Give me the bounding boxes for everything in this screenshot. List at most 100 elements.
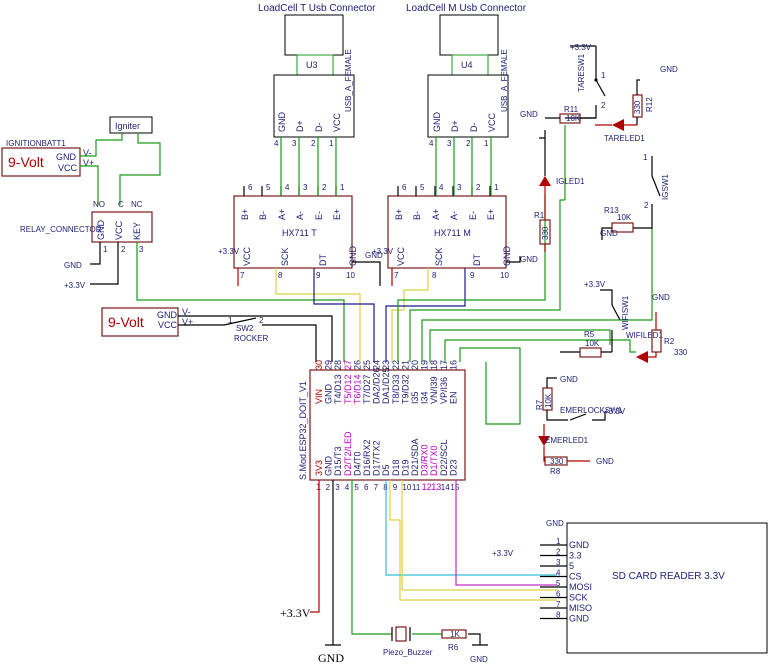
u4-pinnum-1: 3 [447,139,452,148]
r11-label: R11 [564,105,579,114]
hx-m-topnum-3: 3 [457,183,462,192]
hx-m-topnum-4: 2 [476,183,481,192]
u3-pinnum-3: 1 [329,139,334,148]
sw2-label: SW2 [236,324,254,333]
hx-t-top-4: E- [314,211,324,220]
wifi-section: +3.3V WIFISW1 WIFILED1 R5 10K R2 330 [560,280,688,363]
r7-value: 10K [544,393,553,408]
gnd-label-7: GND [596,457,614,466]
esp-bot-pin-3: D2/T2/LED [343,431,353,476]
hx-t-topnum-0: 6 [248,183,253,192]
gnd-label-0: GND [365,251,383,260]
gnd-label-3: GND [660,65,678,74]
battery2-vneg: V- [182,307,191,317]
esp-bot-pin-2: D15/T3 [333,446,343,476]
esp-bot-pin-0: 3V3 [314,460,324,476]
r6-label: R6 [448,643,459,652]
wifiled-label: WIFILED1 [626,331,663,340]
taresw-n2: 2 [601,101,606,110]
esp-top-num-8: 22 [391,360,401,370]
sd-pin-1: 3.3 [569,551,582,561]
usb-connector-u3: U3 USB_A_FEMALE [273,14,355,138]
loadcell-m-title: LoadCell M Usb Connector [406,3,527,14]
ignition-vcc-label: VCC [58,163,78,173]
hx-t-botnum-1: 8 [278,271,283,280]
esp-bot-pin-4: D4/T0 [352,451,362,476]
relay-pinnum-1: 2 [121,245,126,254]
igled-label: IGLED1 [556,177,585,186]
esp-bot-pin-6: D17/TX2 [372,440,382,476]
battery2-vcc: VCC [158,320,178,330]
esp-bot-num-12: 13 [431,482,441,492]
hx-t-botnum-3: 10 [346,271,355,280]
hx711-t-module: HX711 T [233,195,353,269]
sd-pin-6: MISO [569,603,592,613]
battery-9v: 9-Volt GND VCC V- V+ SW2 ROCKER 1 2 [101,307,268,343]
esp-top-pin-14: EN [448,391,458,404]
u3-pin-1: D+ [295,120,305,132]
relay-nc: NC [131,200,143,209]
tare-gnd: GND [520,110,538,119]
esp-top-pin-11: I34 [420,391,430,404]
gnd-label-5: GND [652,293,670,302]
esp-top-pin-3: T5/D12 [343,374,353,404]
esp-bot-num-2: 3 [335,483,340,492]
u4-pinnum-3: 1 [484,139,489,148]
hx-m-top-3: A- [449,211,459,220]
u4-label: U4 [461,60,473,70]
esp-top-pin-8: T8/D33 [391,374,401,404]
esp-top-pin-0: VIN [314,389,324,404]
hx711-t-name: HX711 T [282,228,317,238]
relay-pinnum-2: 3 [139,245,144,254]
hx-m-top-0: B+ [394,209,404,220]
sd-pin-3: CS [569,572,582,582]
hx-m-topnum-0: 6 [402,183,407,192]
sd-pin-4: MOSI [569,582,592,592]
r1-value: 330 [541,226,550,240]
loadcell-t-title: LoadCell T Usb Connector [258,3,376,14]
u4-pinnum-0: 4 [429,139,434,148]
u4-pinnum-2: 2 [466,139,471,148]
r11-value: 10K [566,114,581,123]
esp-top-pin-10: I35 [410,391,420,404]
hx-m-top-1: B- [412,211,422,220]
hx-t-botnum-0: 7 [240,271,245,280]
igled-diode [539,176,551,186]
sw2-pin1: 1 [228,316,233,325]
esp-bot-pin-11: D3/RX0 [420,444,430,476]
esp-bot-pin-12: D1/TX0 [429,445,439,476]
hx711-m-name: HX711 M [434,228,471,238]
esp-top-num-3: 27 [343,360,353,370]
hx-t-topnum-3: 3 [303,183,308,192]
relay-pin-2: KEY [132,222,142,240]
esp-top-num-7: 23 [381,360,391,370]
r6-value: 1K [450,630,460,639]
taresw-label: TARESW1 [577,53,586,92]
hx-m-botnum-2: 9 [470,271,475,280]
esp-top-num-6: 24 [372,360,382,370]
esp-top-pin-5: T7/D27 [362,374,372,404]
hx-m-bot-1: SCK [434,247,444,266]
igniter-box [109,116,153,134]
u3-pin-2: D- [314,123,324,133]
r5-resistor [579,347,602,358]
r8-value: 330 [550,457,564,466]
r13-label: R13 [604,206,619,215]
u4-pin-3: VCC [487,112,497,132]
hx-t-bot-1: SCK [280,247,290,266]
gnd-label-4: GND [600,229,618,238]
hx-t-bot-3: GND [348,246,358,267]
u3-pin-0: GND [277,112,287,133]
hx-m-bot-0: VCC [396,246,406,266]
esp32-name: S.Mod.ESP32_DOIT_V1 [298,381,308,480]
igsw-label: IGSW1 [661,174,670,200]
ignition-gnd-label: GND [56,152,77,162]
wifi-33v: +3.3V [584,280,606,289]
esp-top-num-9: 21 [400,360,410,370]
hx-m-bot-3: GND [502,246,512,267]
esp-bot-pin-1: GND [324,456,334,477]
esp-top-num-10: 20 [410,360,420,370]
r12-label: R12 [645,97,654,112]
